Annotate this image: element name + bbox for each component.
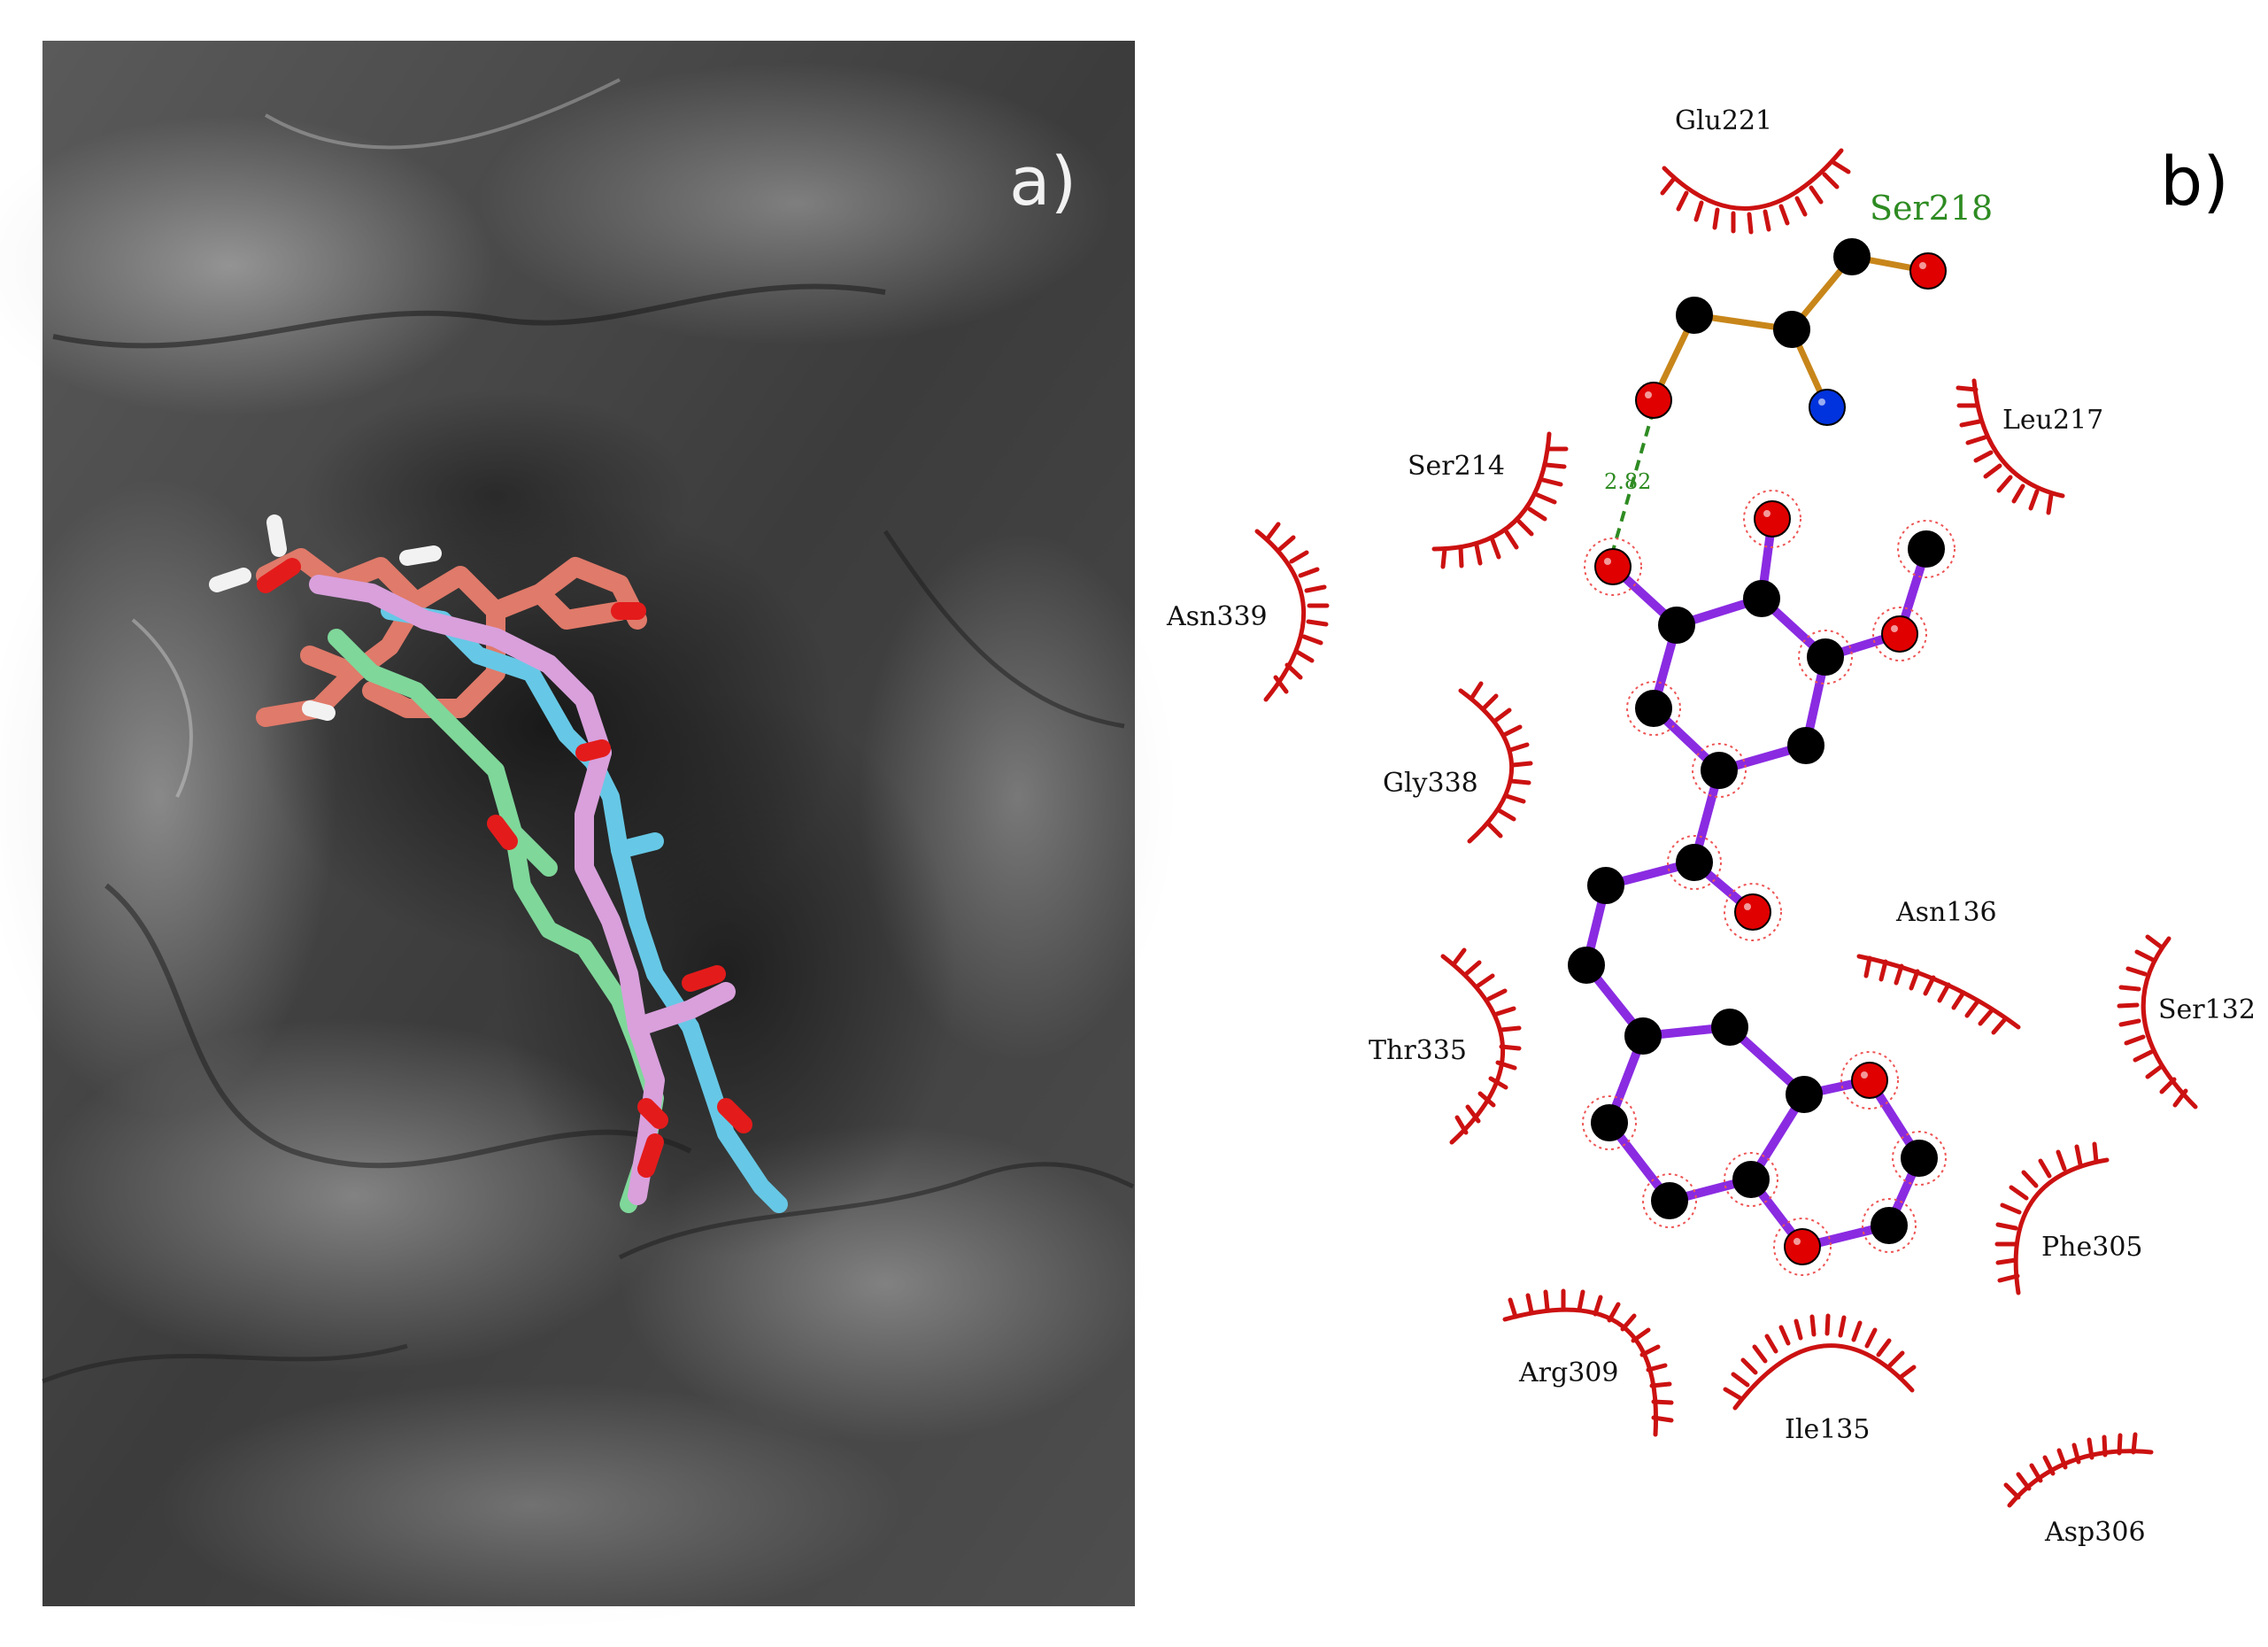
arc-glu221 bbox=[1660, 148, 1851, 235]
panel-b-label: b) bbox=[2160, 142, 2229, 220]
atom-o bbox=[1881, 615, 1918, 653]
atom-c bbox=[1711, 1009, 1748, 1046]
label-asn339: Asn339 bbox=[1166, 601, 1268, 632]
atom-contact-marks bbox=[1582, 490, 1956, 1276]
atom-c bbox=[1658, 607, 1695, 644]
atom-c bbox=[1591, 1104, 1628, 1141]
arc-thr335 bbox=[1440, 947, 1522, 1145]
arc-arg309 bbox=[1502, 1288, 1674, 1437]
atom-c bbox=[1743, 580, 1780, 617]
label-phe305: Phe305 bbox=[2041, 1232, 2143, 1263]
label-ser132: Ser132 bbox=[2158, 994, 2256, 1025]
label-gly338: Gly338 bbox=[1383, 768, 1478, 799]
label-ser218: Ser218 bbox=[1870, 189, 1993, 228]
arc-asn136 bbox=[1856, 954, 2021, 1035]
atom-c bbox=[1635, 690, 1672, 727]
ligand-poses bbox=[209, 514, 788, 1213]
atom-o bbox=[1754, 500, 1791, 537]
atom-c bbox=[1568, 947, 1605, 984]
atom-c bbox=[1773, 311, 1810, 348]
arc-gly338 bbox=[1458, 681, 1533, 844]
arc-leu217 bbox=[1956, 378, 2065, 515]
arc-phe305 bbox=[1994, 1141, 2110, 1295]
label-hbond-distance: 2.82 bbox=[1604, 469, 1651, 494]
label-glu221: Glu221 bbox=[1675, 105, 1772, 136]
label-ser214: Ser214 bbox=[1408, 451, 1505, 482]
atom-o bbox=[1734, 893, 1771, 931]
atom-c bbox=[1624, 1017, 1662, 1055]
atom-c bbox=[1701, 752, 1738, 789]
label-ile135: Ile135 bbox=[1785, 1414, 1870, 1445]
atom-c bbox=[1833, 238, 1871, 275]
atom-o bbox=[1909, 252, 1947, 290]
label-asn136: Asn136 bbox=[1895, 897, 1997, 928]
oxygen-stubs bbox=[257, 558, 752, 1178]
arc-asp306 bbox=[2003, 1432, 2154, 1508]
label-arg309: Arg309 bbox=[1518, 1357, 1618, 1388]
atom-c bbox=[1676, 297, 1713, 334]
arc-asn339 bbox=[1254, 522, 1330, 702]
panel-a-label: a) bbox=[1009, 142, 1077, 220]
atom-c bbox=[1786, 1076, 1823, 1113]
label-leu217: Leu217 bbox=[2002, 405, 2103, 436]
hbond-line bbox=[1611, 408, 1655, 552]
arc-ile135 bbox=[1723, 1313, 1917, 1411]
atom-o bbox=[1635, 382, 1672, 419]
atoms bbox=[1568, 238, 1947, 1265]
atom-c bbox=[1807, 638, 1844, 676]
hydrogen-stubs bbox=[209, 514, 442, 721]
atom-o bbox=[1784, 1228, 1821, 1265]
atom-c bbox=[1871, 1207, 1908, 1244]
ligand-bonds bbox=[1582, 514, 1931, 1251]
atom-o bbox=[1851, 1062, 1888, 1099]
atom-c bbox=[1901, 1140, 1938, 1177]
atom-n bbox=[1809, 389, 1846, 426]
atom-c bbox=[1676, 844, 1713, 881]
atom-c bbox=[1587, 867, 1624, 904]
arc-ser214 bbox=[1431, 431, 1569, 569]
atom-c bbox=[1908, 530, 1945, 568]
hydrophobic-arcs bbox=[1254, 148, 2198, 1508]
panel-a-surface bbox=[0, 41, 1177, 1629]
atom-c bbox=[1732, 1161, 1770, 1198]
panel-b-diagram: Glu221 Ser218 Leu217 Ser214 2.82 Asn339 … bbox=[1166, 105, 2256, 1548]
label-asp306: Asp306 bbox=[2044, 1517, 2146, 1548]
arc-ser132 bbox=[2117, 934, 2198, 1110]
atom-o bbox=[1594, 548, 1632, 585]
label-thr335: Thr335 bbox=[1369, 1035, 1467, 1066]
atom-c bbox=[1787, 727, 1824, 764]
atom-c bbox=[1651, 1182, 1688, 1219]
